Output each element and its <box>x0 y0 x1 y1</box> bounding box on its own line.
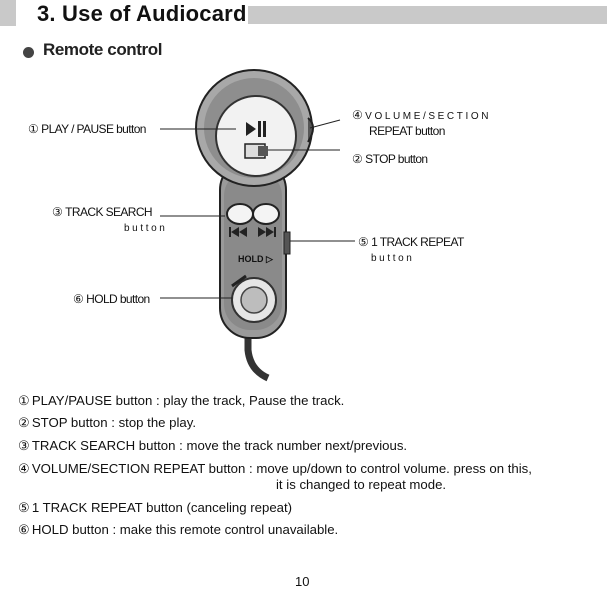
hold-text-on-remote: HOLD ▷ <box>238 254 274 264</box>
section-title: Remote control <box>43 40 163 59</box>
header-tab-decoration <box>0 0 16 26</box>
remote-cable <box>244 330 270 382</box>
section-bullet-icon <box>23 47 34 58</box>
play-pause-button-shape <box>215 95 297 177</box>
description-volume-section-continued: it is changed to repeat mode. <box>276 477 447 492</box>
page-number: 10 <box>295 574 310 589</box>
page-title: 3. Use of Audiocard <box>37 1 247 26</box>
callout-volume-section-line2: REPEAT button <box>369 124 445 138</box>
header-bar-decoration <box>248 6 607 24</box>
remote-control-illustration: HOLD ▷ <box>160 69 355 382</box>
callout-track-search-line2: button <box>124 223 168 234</box>
callout-one-track-repeat-line2: button <box>371 253 415 264</box>
